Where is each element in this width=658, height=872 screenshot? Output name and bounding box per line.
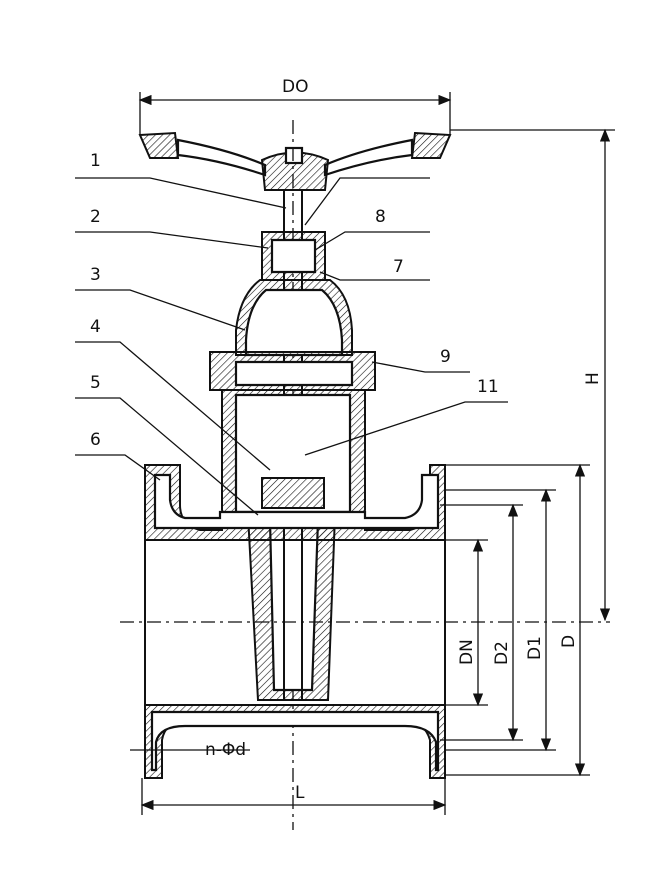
valve-body (120, 464, 610, 779)
dim-label-d: D (559, 635, 579, 648)
part-label-4: 4 (90, 317, 101, 337)
part-label-8: 8 (375, 207, 386, 227)
part-label-6: 6 (90, 430, 101, 450)
dim-label-d2: D2 (492, 641, 512, 665)
leader-lines (75, 177, 508, 516)
part-label-5: 5 (90, 373, 101, 393)
dim-label-do: DO (282, 77, 308, 97)
part-label-3: 3 (90, 265, 101, 285)
dim-label-h: H (583, 372, 603, 385)
part-label-9: 9 (440, 347, 451, 367)
dim-label-dn: DN (457, 639, 477, 665)
part-label-1: 1 (90, 151, 101, 171)
part-label-7: 7 (393, 257, 404, 277)
part-label-11: 11 (477, 377, 499, 397)
gate-wedge (246, 477, 337, 701)
handwheel (138, 131, 452, 191)
dimension-lines (130, 92, 615, 815)
dim-label-l: L (295, 783, 305, 803)
dim-label-d1: D1 (525, 636, 545, 660)
part-label-2: 2 (90, 207, 101, 227)
dim-label-bolt-holes: n-Φd (205, 740, 246, 760)
